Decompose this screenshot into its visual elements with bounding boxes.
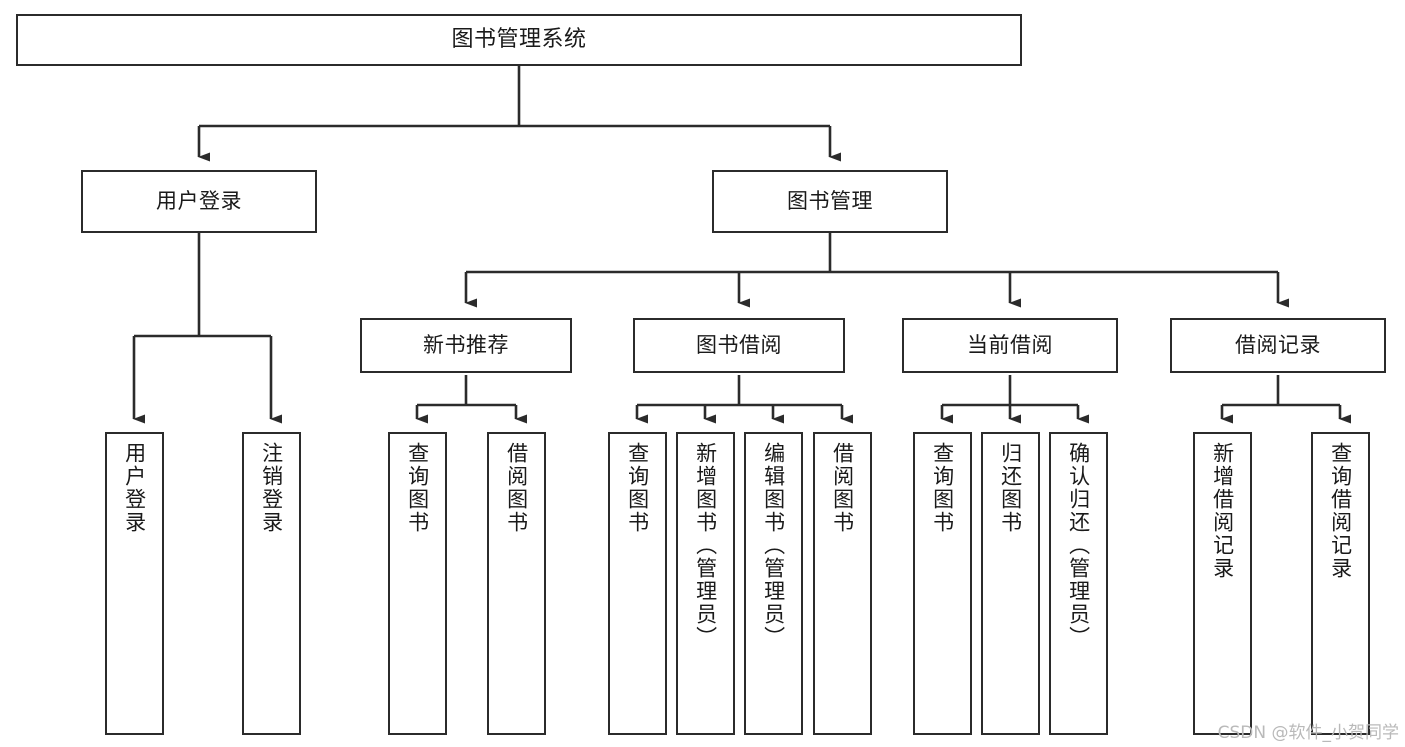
- leaf-borrow-book-recommend[interactable]: 借阅图书: [487, 432, 546, 735]
- leaf-edit-book-admin[interactable]: 编辑图书（管理员）: [744, 432, 803, 735]
- leaf-add-borrow-record[interactable]: 新增借阅记录: [1193, 432, 1252, 735]
- node-label: 用户登录: [156, 189, 242, 214]
- node-label: 新增借阅记录: [1210, 442, 1235, 580]
- leaf-confirm-return-admin[interactable]: 确认归还（管理员）: [1049, 432, 1108, 735]
- node-label: 图书管理系统: [451, 27, 587, 53]
- node-label: 用户登录: [122, 442, 147, 534]
- leaf-add-book-admin[interactable]: 新增图书（管理员）: [676, 432, 735, 735]
- node-label: 查询图书: [930, 442, 955, 534]
- node-label: 归还图书: [998, 442, 1023, 534]
- node-label: 借阅记录: [1235, 333, 1321, 358]
- node-borrow-record[interactable]: 借阅记录: [1170, 318, 1386, 373]
- node-label: 借阅图书: [504, 442, 529, 534]
- node-label: 新书推荐: [423, 333, 509, 358]
- node-label: 注销登录: [259, 442, 284, 534]
- node-label: 查询图书: [405, 442, 430, 534]
- leaf-borrow-book[interactable]: 借阅图书: [813, 432, 872, 735]
- node-label: 借阅图书: [830, 442, 855, 534]
- leaf-query-borrow-record[interactable]: 查询借阅记录: [1311, 432, 1370, 735]
- node-label: 确认归还（管理员）: [1066, 442, 1091, 649]
- node-label: 图书借阅: [696, 333, 782, 358]
- leaf-query-book-borrow[interactable]: 查询图书: [608, 432, 667, 735]
- node-book-borrow[interactable]: 图书借阅: [633, 318, 845, 373]
- leaf-query-book-current[interactable]: 查询图书: [913, 432, 972, 735]
- leaf-query-book-recommend[interactable]: 查询图书: [388, 432, 447, 735]
- node-current-borrow[interactable]: 当前借阅: [902, 318, 1118, 373]
- node-new-book-recommend[interactable]: 新书推荐: [360, 318, 572, 373]
- node-label: 编辑图书（管理员）: [761, 442, 786, 649]
- node-label: 图书管理: [787, 189, 873, 214]
- leaf-user-logout[interactable]: 注销登录: [242, 432, 301, 735]
- leaf-user-login[interactable]: 用户登录: [105, 432, 164, 735]
- node-book-management[interactable]: 图书管理: [712, 170, 948, 233]
- node-label: 新增图书（管理员）: [693, 442, 718, 649]
- node-root-book-management-system[interactable]: 图书管理系统: [16, 14, 1022, 66]
- node-label: 当前借阅: [967, 333, 1053, 358]
- node-user-login[interactable]: 用户登录: [81, 170, 317, 233]
- node-label: 查询借阅记录: [1328, 442, 1353, 580]
- watermark: CSDN @软件_小贺同学: [1217, 723, 1399, 743]
- node-label: 查询图书: [625, 442, 650, 534]
- leaf-return-book[interactable]: 归还图书: [981, 432, 1040, 735]
